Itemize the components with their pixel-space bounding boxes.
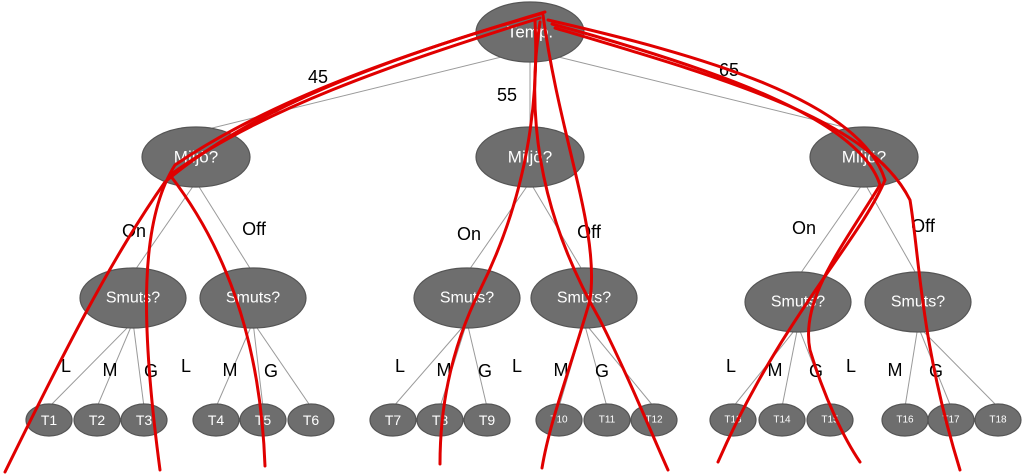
leaf-node-t7 <box>369 403 417 437</box>
dirt-edge-label: M <box>888 360 903 380</box>
dirt-edge-label: G <box>264 361 278 381</box>
edge-temp-0 <box>195 49 531 133</box>
red-annotation-stroke <box>553 26 962 472</box>
dirt-node-3 <box>530 267 638 329</box>
dirt-edge-label: G <box>478 361 492 381</box>
edge-dirt-11 <box>583 321 655 408</box>
temp-edge-label: 55 <box>497 85 517 105</box>
edge-env-1 <box>195 181 254 274</box>
edge-dirt-5 <box>252 321 312 408</box>
edge-dirt-0 <box>48 321 134 408</box>
env-edge-label: Off <box>911 216 936 236</box>
leaf-node-t4 <box>192 403 240 437</box>
edge-dirt-6 <box>392 321 468 408</box>
dirt-node-label: Smuts? <box>226 290 280 307</box>
leaf-node-t13 <box>709 403 757 437</box>
dirt-node-0 <box>79 267 187 329</box>
dirt-node-1 <box>199 267 307 329</box>
dirt-node-label: Smuts? <box>440 290 494 307</box>
red-annotation-stroke <box>550 22 882 464</box>
dirt-node-4 <box>744 271 852 333</box>
red-annotation-strokes <box>3 10 962 474</box>
leaf-node-t14 <box>758 403 806 437</box>
leaf-node-label: T1 <box>41 412 58 428</box>
leaf-node-t18 <box>974 403 1022 437</box>
dirt-edge-label: G <box>595 361 609 381</box>
dirt-edge-label: L <box>846 356 856 376</box>
dirt-edge-label: M <box>437 360 452 380</box>
leaf-node-t1 <box>25 403 73 437</box>
dirt-node-label: Smuts? <box>891 294 945 311</box>
leaf-node-label: T8 <box>432 412 449 428</box>
dirt-edge-label: L <box>61 356 71 376</box>
edge-dirt-13 <box>781 325 799 408</box>
leaf-node-label: T3 <box>136 412 153 428</box>
leaf-node-t9 <box>463 403 511 437</box>
env-edge-label: On <box>792 218 816 238</box>
env-edge-label: Off <box>577 222 602 242</box>
red-annotation-stroke <box>438 18 538 466</box>
leaf-node-label: T18 <box>989 415 1007 426</box>
edge-dirt-1 <box>96 321 134 408</box>
dirt-edge-label: M <box>103 360 118 380</box>
leaf-node-label: T11 <box>599 415 616 426</box>
temp-edge-label: 45 <box>308 67 328 87</box>
edge-dirt-10 <box>583 321 608 408</box>
edge-dirt-8 <box>466 321 488 408</box>
dirt-edge-label: L <box>395 356 405 376</box>
dirt-node-2 <box>413 267 521 329</box>
edge-env-2 <box>466 181 531 274</box>
dirt-edge-label: L <box>512 356 522 376</box>
leaf-node-label: T10 <box>550 415 568 426</box>
dirt-edge-label: M <box>768 360 783 380</box>
leaf-node-label: T14 <box>773 415 791 426</box>
leaf-node-label: T12 <box>645 415 663 426</box>
red-annotation-stroke <box>546 18 887 464</box>
leaf-node-t11 <box>583 403 631 437</box>
dirt-edge-label: M <box>554 360 569 380</box>
edge-dirt-2 <box>132 321 145 408</box>
edge-env-4 <box>797 181 865 278</box>
dirt-node-label: Smuts? <box>557 290 611 307</box>
leaf-node-label: T2 <box>89 412 106 428</box>
edge-dirt-15 <box>904 325 919 408</box>
red-annotation-stroke <box>145 10 547 472</box>
leaf-node-t6 <box>287 403 335 437</box>
leaf-node-t2 <box>73 403 121 437</box>
root-node-label: Temp. <box>507 23 553 42</box>
tree-nodes: Temp.Miljö?Miljö?Miljö?Smuts?Smuts?Smuts… <box>25 1 1022 437</box>
env-edge-label: On <box>457 224 481 244</box>
leaf-node-label: T7 <box>385 412 402 428</box>
edge-temp-2 <box>529 49 865 133</box>
edge-dirt-17 <box>917 325 999 408</box>
leaf-node-label: T6 <box>303 412 320 428</box>
dirt-node-label: Smuts? <box>106 290 160 307</box>
leaf-node-label: T15 <box>821 415 839 426</box>
tree-edges <box>48 49 999 408</box>
dirt-edge-label: L <box>726 356 736 376</box>
env-node-label: Miljö? <box>508 148 552 167</box>
leaf-node-label: T17 <box>942 415 960 426</box>
leaf-node-label: T4 <box>208 412 225 428</box>
edge-dirt-4 <box>252 321 264 408</box>
red-annotation-stroke <box>167 16 542 468</box>
leaf-node-label: T9 <box>479 412 496 428</box>
red-annotation-stroke <box>540 13 594 470</box>
leaf-node-label: T13 <box>724 415 742 426</box>
dirt-edge-label: L <box>181 356 191 376</box>
env-edge-label: Off <box>242 219 267 239</box>
leaf-node-label: T16 <box>896 415 914 426</box>
dirt-edge-label: M <box>223 360 238 380</box>
